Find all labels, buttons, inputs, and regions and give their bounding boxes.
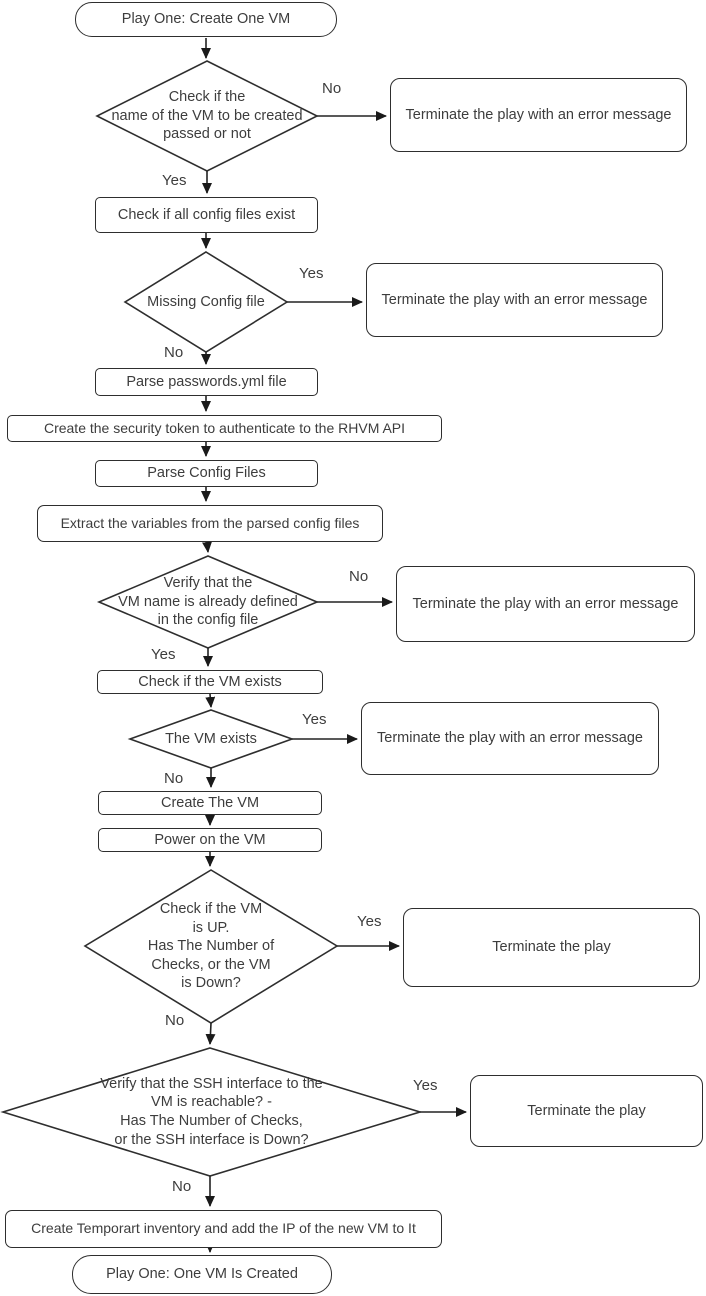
node-end-terminator: Play One: One VM Is Created <box>72 1255 332 1294</box>
flow-arrow-p5-to-d3 <box>202 541 212 553</box>
node-parse-config-files: Parse Config Files <box>95 460 318 487</box>
decision-vm-name-passed-shape <box>95 60 319 172</box>
edge-label-d1-no: No <box>322 80 342 97</box>
edge-label-d1-yes: Yes <box>162 172 187 189</box>
node-create-the-vm: Create The VM <box>98 791 322 815</box>
edge-label-d3-yes: Yes <box>151 646 176 663</box>
edge-label-d2-no: No <box>164 344 184 361</box>
edge-label-d4-yes: Yes <box>302 711 327 728</box>
decision-vm-up-shape <box>83 869 339 1024</box>
edge-label-d3-no: No <box>349 568 369 585</box>
node-terminate-play-2: Terminate the play <box>470 1075 703 1147</box>
edge-label-d2-yes: Yes <box>299 265 324 282</box>
node-terminate-error-3: Terminate the play with an error message <box>396 566 695 642</box>
node-terminate-error-1: Terminate the play with an error message <box>390 78 687 152</box>
edge-label-d6-yes: Yes <box>413 1077 438 1094</box>
node-extract-variables: Extract the variables from the parsed co… <box>37 505 383 542</box>
node-create-temp-inventory: Create Temporart inventory and add the I… <box>5 1210 442 1248</box>
edge-label-d5-no: No <box>165 1012 185 1029</box>
decision-vm-exists-shape <box>127 709 295 769</box>
decision-vm-name-defined-shape <box>96 555 320 649</box>
node-check-vm-exists: Check if the VM exists <box>97 670 323 694</box>
decision-missing-config-shape <box>123 251 289 353</box>
node-power-on-vm: Power on the VM <box>98 828 322 852</box>
flow-arrow-d5-no <box>205 1022 216 1045</box>
edge-label-d5-yes: Yes <box>357 913 382 930</box>
node-start-terminator: Play One: Create One VM <box>75 2 337 37</box>
decision-ssh-reachable-shape <box>0 1047 423 1177</box>
node-create-security-token: Create the security token to authenticat… <box>7 415 442 442</box>
node-terminate-error-4: Terminate the play with an error message <box>361 702 659 775</box>
node-terminate-play-1: Terminate the play <box>403 908 700 987</box>
flow-arrow-p6-to-d4 <box>205 693 216 708</box>
node-check-config-files: Check if all config files exist <box>95 197 318 233</box>
edge-label-d4-no: No <box>164 770 184 787</box>
node-terminate-error-2: Terminate the play with an error message <box>366 263 663 337</box>
edge-label-d6-no: No <box>172 1178 192 1195</box>
node-parse-passwords: Parse passwords.yml file <box>95 368 318 396</box>
